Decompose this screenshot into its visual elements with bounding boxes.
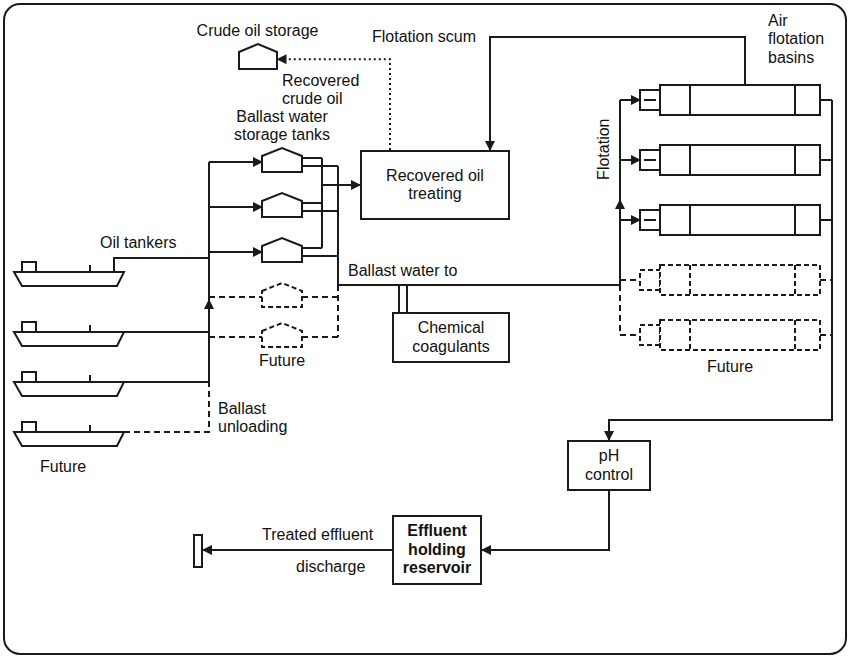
tank-label: Crude oil storage	[190, 22, 325, 40]
flotation-basins	[640, 85, 820, 235]
pipes	[321, 158, 323, 248]
pipes	[124, 381, 209, 383]
flow-label: Ballast unloading	[218, 400, 303, 437]
pipes	[203, 549, 392, 551]
tankers	[14, 262, 124, 286]
future-pipes	[302, 285, 338, 337]
pipes	[114, 37, 832, 550]
tankers	[22, 422, 36, 432]
pipes	[399, 285, 407, 312]
tankers	[14, 332, 124, 346]
pipes	[302, 166, 338, 256]
tankers	[22, 262, 36, 272]
tankers	[14, 272, 124, 286]
flotation-basins	[644, 145, 795, 175]
process-box: Effluent holding reservoir	[392, 515, 482, 585]
pipes	[609, 100, 832, 440]
process-box: pH control	[567, 440, 651, 491]
storage-tank: Crude oil storage	[190, 22, 325, 70]
tankers	[89, 425, 91, 432]
box-text: Effluent holding reservoir	[400, 522, 474, 577]
future-tanks	[262, 323, 302, 347]
future-basins	[640, 270, 660, 290]
tankers	[89, 325, 91, 332]
pipes	[114, 258, 209, 272]
future-tanks	[262, 283, 302, 307]
pipes	[820, 100, 832, 220]
pipes	[209, 251, 262, 253]
pipes	[302, 158, 322, 248]
process-box: Recovered oil treating	[360, 150, 510, 220]
pipes	[620, 159, 640, 161]
future-basins	[640, 325, 660, 345]
flotation-basins	[644, 85, 795, 115]
future-basins	[690, 265, 795, 295]
future-tanks	[262, 283, 302, 347]
frame	[4, 4, 846, 654]
outfall	[194, 535, 202, 567]
tank-outline	[239, 44, 277, 69]
pipes	[620, 219, 640, 221]
pipes	[620, 99, 640, 101]
box-text: Recovered oil treating	[368, 167, 502, 204]
tankers	[89, 265, 91, 272]
box-content: Recovered oil treating	[368, 167, 502, 204]
pipes	[209, 161, 262, 163]
pipes	[208, 300, 210, 330]
flow-label: Future	[252, 352, 312, 370]
tankers	[14, 372, 124, 396]
process-box: Chemical coagulants	[392, 312, 510, 363]
pipes	[619, 100, 621, 285]
box-content: Effluent holding reservoir	[400, 522, 474, 577]
pipes	[124, 331, 209, 333]
box-text: pH control	[575, 447, 643, 484]
box-text: Chemical coagulants	[400, 319, 502, 356]
future-basins	[690, 320, 795, 350]
tankers	[22, 322, 36, 332]
flow-label: Future	[700, 358, 760, 376]
flow-label: Oil tankers	[100, 234, 204, 252]
pipes	[322, 184, 360, 186]
tank-symbol	[238, 42, 278, 70]
flow-label: Treated effluent	[262, 526, 388, 544]
future-basins	[660, 320, 820, 350]
tankers	[14, 382, 124, 396]
tankers	[14, 322, 124, 346]
box-content: pH control	[575, 447, 643, 484]
future-pipes	[820, 280, 832, 335]
flow-label: Air flotation basins	[768, 12, 840, 67]
flow-label: discharge	[296, 558, 386, 576]
storage-tanks	[262, 148, 302, 172]
future-pipes	[124, 382, 209, 432]
pipes	[209, 206, 262, 208]
flow-label: Ballast water storage tanks	[222, 108, 342, 145]
tankers	[89, 375, 91, 382]
flow-connector	[482, 491, 609, 550]
storage-tanks	[262, 193, 302, 217]
flow-label: Flotation	[595, 109, 613, 189]
tankers	[22, 372, 36, 382]
flow-label: Future	[40, 458, 100, 476]
connector-label: Recovered crude oil	[282, 72, 382, 109]
tankers	[14, 422, 124, 446]
pipes	[208, 162, 210, 382]
box-content: Chemical coagulants	[400, 319, 502, 356]
future-basins	[640, 265, 820, 350]
tankers	[14, 432, 124, 446]
flow-label: Flotation scum	[372, 28, 484, 46]
storage-tanks	[262, 148, 302, 262]
flow-label: Ballast water to	[348, 262, 483, 280]
future-basins	[660, 265, 820, 295]
future-pipes	[620, 280, 640, 335]
flotation-basins	[644, 205, 795, 235]
future-pipes	[209, 297, 262, 337]
storage-tanks	[262, 238, 302, 262]
tankers	[14, 262, 124, 446]
